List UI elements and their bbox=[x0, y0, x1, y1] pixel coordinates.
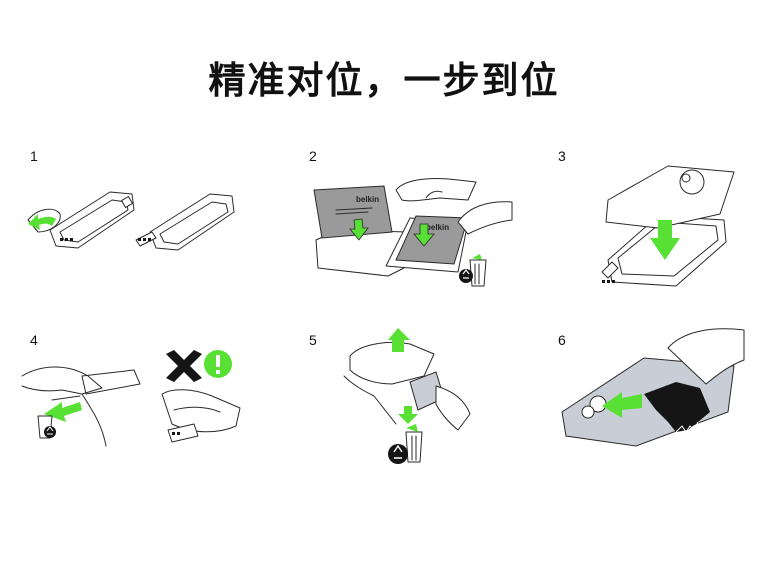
phone bbox=[605, 165, 735, 229]
down-arrow-icon bbox=[650, 220, 680, 260]
left-arrow-icon bbox=[44, 402, 82, 422]
step-6-illustration bbox=[561, 328, 745, 447]
hand-right bbox=[457, 201, 513, 235]
page-title: 精准对位，一步到位 bbox=[208, 59, 560, 102]
hand-right bbox=[435, 385, 471, 431]
pull-tabs bbox=[60, 238, 73, 241]
peeled-film bbox=[349, 342, 435, 385]
hand-wrong bbox=[161, 389, 241, 433]
step-6-number: 6 bbox=[558, 332, 566, 348]
hand bbox=[667, 328, 745, 385]
step-3-number: 3 bbox=[558, 148, 566, 164]
step-2-number: 2 bbox=[309, 148, 317, 164]
x-mark-icon bbox=[166, 350, 202, 382]
squeegee-icon bbox=[644, 382, 710, 432]
step-2-illustration: belkin belkin bbox=[313, 177, 513, 287]
left-arrow-icon bbox=[602, 392, 642, 418]
step-4-number: 4 bbox=[30, 332, 38, 348]
step-3-illustration bbox=[601, 165, 735, 287]
brand-label: belkin bbox=[356, 195, 379, 204]
protector-film-left: belkin bbox=[313, 185, 393, 239]
recycle-bin-icon bbox=[37, 415, 56, 439]
recycle-bin-icon bbox=[388, 424, 423, 464]
curved-arrow-icon bbox=[28, 214, 56, 230]
down-arrow-icon-2 bbox=[413, 223, 435, 247]
step-1-illustration bbox=[27, 191, 235, 251]
warning-icon bbox=[204, 350, 232, 378]
step-5-illustration bbox=[343, 328, 471, 464]
hand-top bbox=[395, 177, 477, 202]
down-arrow-icon bbox=[349, 218, 369, 241]
step-4-illustration bbox=[21, 350, 241, 447]
tray-with-phone bbox=[81, 369, 141, 395]
brand-label-right: belkin bbox=[426, 223, 449, 232]
step-5-number: 5 bbox=[309, 332, 317, 348]
up-arrow-icon bbox=[388, 328, 410, 352]
down-arrow-icon bbox=[398, 406, 418, 424]
alignment-tray-right bbox=[135, 193, 235, 251]
step-1-number: 1 bbox=[30, 148, 38, 164]
tray-tab bbox=[167, 423, 199, 443]
recycle-bin-icon bbox=[459, 254, 487, 287]
